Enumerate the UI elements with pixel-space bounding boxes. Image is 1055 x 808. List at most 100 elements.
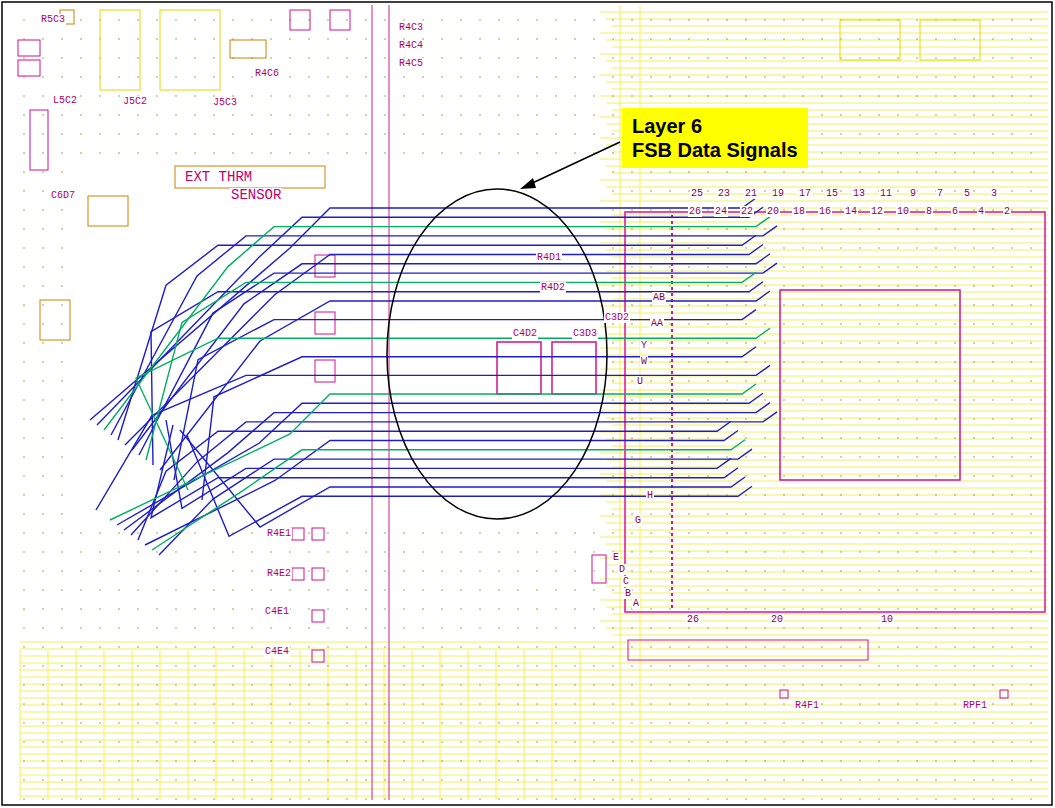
via-dot	[365, 95, 367, 97]
via-dot	[422, 19, 424, 21]
via-dot	[916, 703, 918, 705]
via-dot	[935, 741, 937, 743]
pin-label: 5	[963, 188, 971, 199]
copper-trace	[612, 26, 1048, 27]
via-dot	[840, 114, 842, 116]
via-dot	[99, 133, 101, 135]
via-dot	[289, 760, 291, 762]
via-dot	[878, 418, 880, 420]
via-dot	[935, 57, 937, 59]
via-dot	[593, 95, 595, 97]
via-dot	[365, 665, 367, 667]
via-dot	[707, 665, 709, 667]
via-dot	[631, 323, 633, 325]
via-dot	[1030, 798, 1032, 800]
copper-trace	[600, 369, 1048, 370]
via-dot	[61, 646, 63, 648]
via-dot	[821, 494, 823, 496]
via-dot	[61, 57, 63, 59]
via-dot	[783, 38, 785, 40]
via-dot	[612, 494, 614, 496]
via-dot	[498, 95, 500, 97]
via-dot	[726, 399, 728, 401]
via-dot	[726, 380, 728, 382]
via-dot	[669, 551, 671, 553]
via-dot	[631, 380, 633, 382]
via-dot	[840, 437, 842, 439]
copper-trace	[600, 600, 1048, 601]
via-dot	[878, 608, 880, 610]
via-dot	[802, 247, 804, 249]
via-dot	[308, 703, 310, 705]
via-dot	[403, 114, 405, 116]
via-dot	[175, 19, 177, 21]
via-dot	[612, 380, 614, 382]
via-dot	[536, 95, 538, 97]
via-dot	[688, 380, 690, 382]
via-dot	[289, 57, 291, 59]
via-dot	[61, 684, 63, 686]
yellow-traces	[20, 5, 1048, 800]
via-dot	[327, 551, 329, 553]
via-dot	[669, 608, 671, 610]
via-dot	[156, 551, 158, 553]
via-dot	[916, 209, 918, 211]
via-dot	[878, 684, 880, 686]
via-dot	[441, 570, 443, 572]
via-dot	[821, 741, 823, 743]
copper-trace	[612, 467, 1048, 468]
via-dot	[289, 741, 291, 743]
via-dot	[1030, 285, 1032, 287]
via-dot	[821, 722, 823, 724]
via-dot	[631, 190, 633, 192]
via-dot	[593, 19, 595, 21]
via-dot	[1011, 209, 1013, 211]
via-dot	[1030, 57, 1032, 59]
via-dot	[821, 19, 823, 21]
pin-label: 6	[951, 206, 959, 217]
via-dot	[612, 570, 614, 572]
via-dot	[612, 190, 614, 192]
via-dot	[631, 209, 633, 211]
via-dot	[821, 570, 823, 572]
copper-trace	[600, 390, 1048, 391]
via-dot	[213, 19, 215, 21]
via-dot	[973, 171, 975, 173]
via-dot	[61, 304, 63, 306]
via-dot	[384, 38, 386, 40]
via-dot	[555, 703, 557, 705]
via-dot	[631, 722, 633, 724]
via-dot	[460, 798, 462, 800]
via-dot	[593, 608, 595, 610]
via-dot	[99, 741, 101, 743]
via-dot	[251, 532, 253, 534]
via-dot	[669, 304, 671, 306]
via-dot	[631, 399, 633, 401]
via-dot	[536, 19, 538, 21]
via-dot	[954, 589, 956, 591]
via-dot	[1011, 741, 1013, 743]
via-dot	[973, 437, 975, 439]
via-dot	[213, 798, 215, 800]
via-dot	[992, 304, 994, 306]
copper-trace	[580, 650, 581, 800]
via-dot	[726, 418, 728, 420]
via-dot	[935, 437, 937, 439]
via-dot	[536, 760, 538, 762]
via-dot	[1030, 570, 1032, 572]
copper-trace	[612, 89, 1048, 90]
via-dot	[840, 418, 842, 420]
via-dot	[840, 684, 842, 686]
via-dot	[612, 152, 614, 154]
via-dot	[23, 19, 25, 21]
via-dot	[878, 57, 880, 59]
via-dot	[726, 228, 728, 230]
via-dot	[593, 76, 595, 78]
via-dot	[992, 684, 994, 686]
via-dot	[194, 608, 196, 610]
via-dot	[23, 342, 25, 344]
fsb-data-trace	[151, 282, 763, 465]
via-dot	[745, 76, 747, 78]
via-dot	[650, 361, 652, 363]
via-dot	[365, 608, 367, 610]
